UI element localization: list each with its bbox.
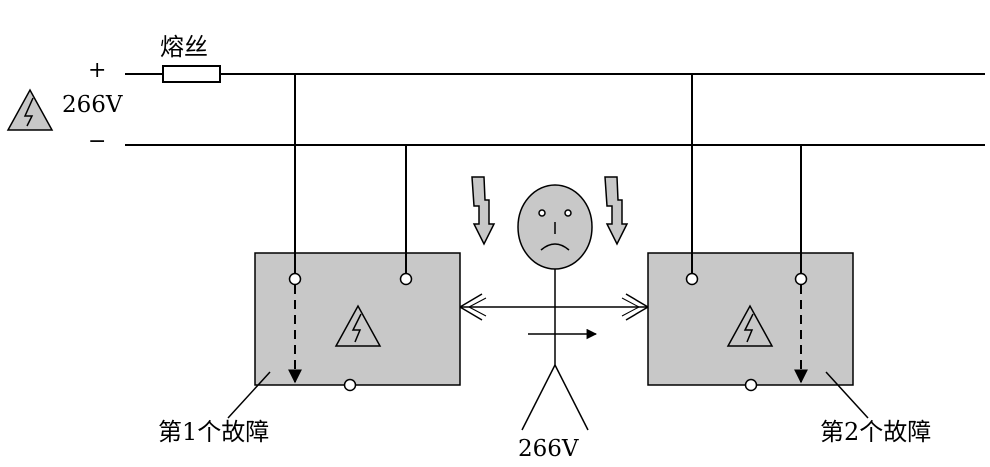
fault-1-label: 第1个故障: [158, 418, 270, 446]
fuse-symbol: [162, 65, 221, 83]
fault-2-pointer: [825, 371, 869, 419]
warning-triangle-icon: [334, 304, 382, 347]
fuse-label: 熔丝: [160, 33, 208, 61]
device-box-left: [254, 252, 461, 386]
lightning-arrow-icon: [471, 176, 496, 246]
connection-wires: [294, 74, 802, 273]
fault-1-pointer: [227, 371, 271, 419]
warning-triangle-icon: [726, 304, 774, 347]
person-voltage-label: 266V: [518, 436, 579, 462]
person-figure: [459, 184, 649, 431]
terminals: [288, 272, 808, 392]
plus-sign: +: [88, 58, 107, 83]
fault-2-label: 第2个故障: [820, 418, 932, 446]
minus-sign: −: [88, 129, 107, 154]
warning-triangle-icon: [6, 88, 54, 131]
device-box-right: [647, 252, 854, 386]
source-voltage-label: 266V: [62, 92, 123, 118]
lightning-arrow-icon: [604, 176, 629, 246]
